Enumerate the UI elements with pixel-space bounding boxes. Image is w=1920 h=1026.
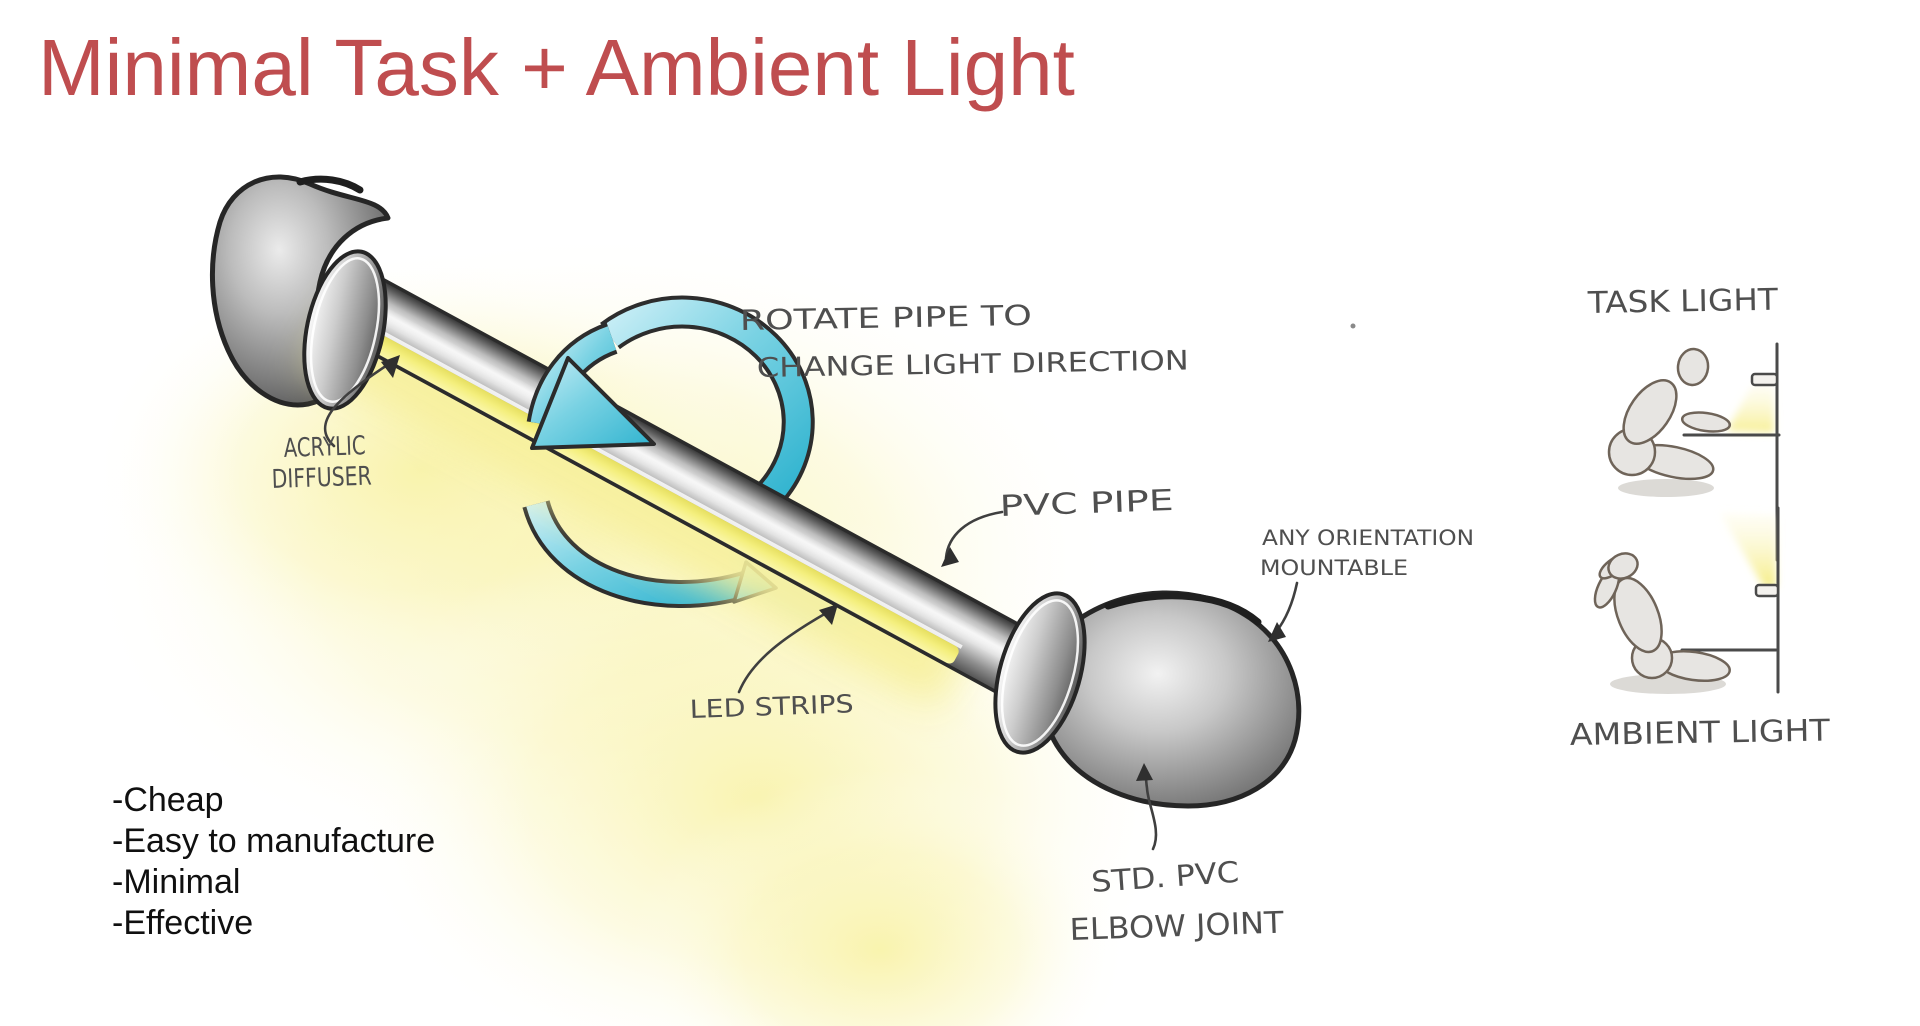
label-rotate-line1: ROTATE PIPE TO [740,299,1033,337]
feature-item: -Easy to manufacture [112,822,436,860]
ambient-light-cone [1720,513,1777,587]
feature-item: -Cheap [112,781,224,819]
task-light-diagram: TASK LIGHT [1586,283,1781,562]
led-strip [338,317,959,664]
task-light-cone [1727,385,1774,433]
task-figure [1607,347,1732,497]
feature-item: -Minimal [112,863,241,901]
label-pvc-pipe: PVC PIPE [999,483,1174,523]
feature-item: -Effective [112,904,254,942]
label-orientation-line2: MOUNTABLE [1260,556,1408,580]
stray-mark [1350,323,1356,329]
label-rotate-line2: CHANGE LIGHT DIRECTION [757,345,1189,384]
annotation-leaders [323,355,1299,851]
label-elbow-line2: ELBOW JOINT [1069,906,1285,948]
label-led-strips: LED STRIPS [689,689,854,724]
right-elbow-joint [993,590,1302,809]
left-collar [302,249,388,411]
diffuser-seam [345,311,963,649]
task-light-fixture [1750,372,1779,387]
rotation-arrowhead [530,356,656,450]
label-orientation-line1: ANY ORIENTATION [1262,526,1474,550]
ambient-figure [1593,552,1731,694]
ambient-light-fixture [1754,583,1780,598]
label-acrylic-line1: ACRYLIC [283,431,366,464]
page-title: Minimal Task + Ambient Light [38,23,1075,112]
pvc-pipe-body [307,267,1063,710]
ambient-light-diagram: AMBIENT LIGHT [1570,506,1831,753]
label-acrylic-line2: DIFFUSER [271,462,372,495]
label-ambient-light: AMBIENT LIGHT [1570,713,1831,753]
rotation-arrow-front [526,322,656,450]
label-task-light: TASK LIGHT [1586,283,1778,321]
feature-list: -Cheap -Easy to manufacture -Minimal -Ef… [112,780,435,944]
